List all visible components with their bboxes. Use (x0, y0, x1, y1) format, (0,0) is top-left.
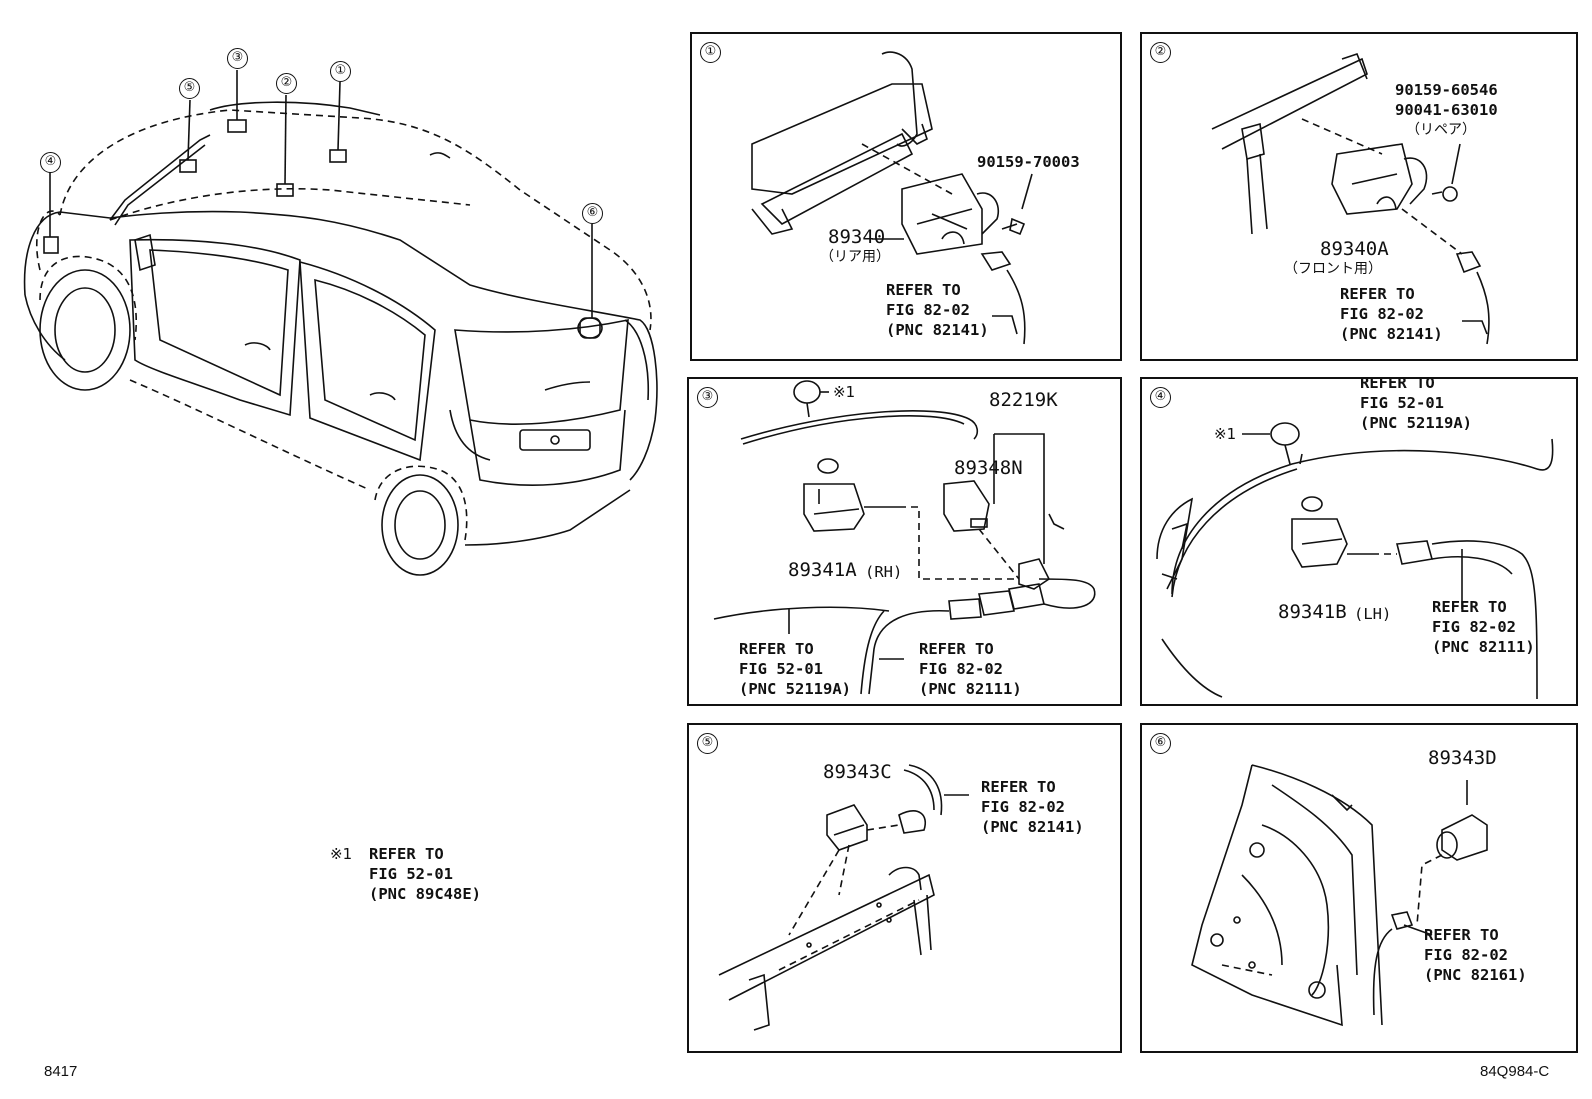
panel-6: ⑥ 89343D REFER TO FIG 82-02 (PNC 82161) (1140, 723, 1578, 1053)
part-number-89343d[interactable]: 89343D (1428, 747, 1497, 769)
part-number-89340a[interactable]: 89340A (1320, 238, 1389, 260)
panel-1-refer-3: (PNC 82141) (886, 321, 989, 339)
corner-code-left: 8417 (44, 1063, 78, 1080)
panel-4-refer-a-3: (PNC 52119A) (1360, 414, 1472, 432)
panel-5-refer-2: FIG 82-02 (981, 798, 1065, 816)
callout-4[interactable]: ④ (40, 152, 61, 173)
part-note-front: （フロント用） (1284, 261, 1382, 277)
part-number-90041-63010[interactable]: 90041-63010 (1395, 101, 1498, 119)
panel-3-refer-b-2: FIG 82-02 (919, 660, 1003, 678)
panel-2-refer-2: FIG 82-02 (1340, 305, 1424, 323)
footnote-line-1: REFER TO (369, 845, 444, 863)
part-note-lh: (LH) (1354, 605, 1392, 623)
panel-2: ② 89340A （フロント用） 90159-60546 90041-63010… (1140, 32, 1578, 361)
panel-3: ③ ※1 82219K 89348N 89341A (RH) REFER TO … (687, 377, 1122, 706)
panel-2-refer-1: REFER TO (1340, 285, 1415, 303)
part-number-89348n[interactable]: 89348N (954, 457, 1023, 479)
part-note-repair: （リペア） (1406, 122, 1476, 138)
footnote-line-2: FIG 52-01 (369, 865, 453, 883)
panel-3-refer-a-3: (PNC 52119A) (739, 680, 851, 698)
part-number-82219k[interactable]: 82219K (989, 389, 1058, 411)
callout-2[interactable]: ② (276, 73, 297, 94)
vehicle-overview-drawing (23, 70, 658, 576)
part-note-rear: （リア用） (820, 249, 890, 265)
panel-4-refer-a-2: FIG 52-01 (1360, 394, 1444, 412)
panel-4-refer-b-3: (PNC 82111) (1432, 638, 1535, 656)
panel-3-id: ③ (697, 387, 718, 408)
panel-5-drawing (718, 764, 969, 1031)
footnote-line-3: (PNC 89C48E) (369, 885, 481, 903)
panel-3-drawing (713, 380, 1096, 695)
panel-3-refer-a-2: FIG 52-01 (739, 660, 823, 678)
callout-5[interactable]: ⑤ (179, 78, 200, 99)
panel-4-mark: ※1 (1214, 425, 1237, 443)
panel-6-refer-3: (PNC 82161) (1424, 966, 1527, 984)
panel-6-id: ⑥ (1150, 733, 1171, 754)
part-number-90159-60546[interactable]: 90159-60546 (1395, 81, 1498, 99)
panel-4: ④ ※1 REFER TO FIG 52-01 (PNC 52119A) 893… (1140, 374, 1578, 706)
callout-6[interactable]: ⑥ (582, 203, 603, 224)
panel-2-refer-3: (PNC 82141) (1340, 325, 1443, 343)
panel-1-refer-2: FIG 82-02 (886, 301, 970, 319)
panel-5-refer-3: (PNC 82141) (981, 818, 1084, 836)
panel-5: ⑤ 89343C REFER TO FIG 82-02 (PNC 82141) (687, 723, 1122, 1053)
part-number-90159-70003[interactable]: 90159-70003 (977, 153, 1080, 171)
part-number-89341a[interactable]: 89341A (788, 559, 857, 581)
callout-3[interactable]: ③ (227, 48, 248, 69)
corner-code-right: 84Q984-C (1480, 1063, 1550, 1080)
panel-6-refer-2: FIG 82-02 (1424, 946, 1508, 964)
panel-2-id: ② (1150, 42, 1171, 63)
panel-1-drawing (751, 51, 1033, 345)
panel-3-refer-a-1: REFER TO (739, 640, 814, 658)
part-number-89341b[interactable]: 89341B (1278, 601, 1347, 623)
panel-5-refer-1: REFER TO (981, 778, 1056, 796)
panel-1: ① 89340 （リア用） 90159-70003 REFER TO FIG 8… (690, 32, 1122, 361)
panel-2-drawing (1211, 53, 1490, 345)
panel-1-id: ① (700, 42, 721, 63)
panel-3-refer-b-3: (PNC 82111) (919, 680, 1022, 698)
panel-4-refer-a-1: REFER TO (1360, 374, 1435, 392)
part-number-89343c[interactable]: 89343C (823, 761, 892, 783)
panel-6-refer-1: REFER TO (1424, 926, 1499, 944)
panel-4-refer-b-1: REFER TO (1432, 598, 1507, 616)
panel-4-id: ④ (1150, 387, 1171, 408)
panel-3-mark: ※1 (833, 383, 856, 401)
part-note-rh: (RH) (865, 563, 903, 581)
footnote-mark: ※1 (330, 845, 353, 863)
panel-4-drawing (1156, 422, 1554, 700)
callout-1[interactable]: ① (330, 61, 351, 82)
panel-4-refer-b-2: FIG 82-02 (1432, 618, 1516, 636)
panel-6-drawing (1191, 764, 1488, 1027)
part-number-89340[interactable]: 89340 (828, 226, 886, 248)
panel-3-refer-b-1: REFER TO (919, 640, 994, 658)
panel-5-id: ⑤ (697, 733, 718, 754)
panel-1-refer-1: REFER TO (886, 281, 961, 299)
